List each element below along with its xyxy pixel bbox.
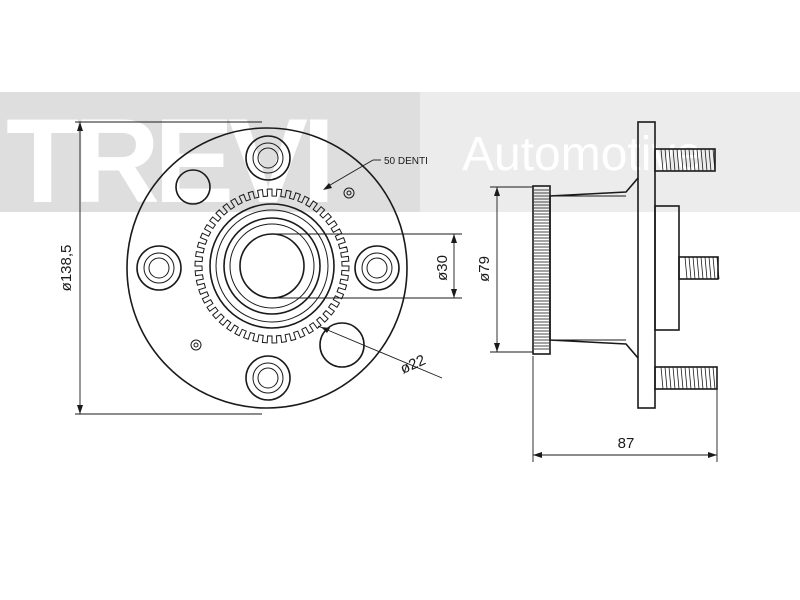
hub-ring-2 bbox=[215, 209, 329, 323]
watermark-suffix: Automotive bbox=[462, 128, 702, 181]
stud-bottom bbox=[654, 366, 718, 390]
teeth-callout: 50 DENTI bbox=[323, 156, 428, 190]
ring-diameter-label: ø79 bbox=[476, 256, 493, 282]
dimension-bore-diameter: ø30 bbox=[272, 233, 462, 299]
side-tone-ring bbox=[532, 185, 551, 355]
hub-ring-4 bbox=[229, 223, 315, 309]
abs-tone-ring bbox=[194, 188, 350, 344]
outer-diameter-label: ø138,5 bbox=[58, 245, 75, 292]
hub-ring-outer bbox=[209, 203, 335, 329]
teeth-count-label: 50 DENTI bbox=[384, 156, 428, 167]
watermark-brand: TREVI bbox=[6, 94, 329, 228]
stud-boss-left bbox=[136, 245, 182, 291]
lightening-hole-upper bbox=[175, 169, 211, 205]
dimension-width: 87 bbox=[532, 356, 718, 462]
flange-outline bbox=[126, 127, 408, 409]
dimension-hole-diameter: ø22 bbox=[317, 325, 443, 379]
hub-ring-3 bbox=[223, 217, 321, 315]
dimension-outer-diameter: ø138,5 bbox=[58, 121, 262, 415]
dimension-ring-diameter: ø79 bbox=[476, 186, 533, 353]
bore-diameter-label: ø30 bbox=[434, 255, 451, 281]
stud-boss-bottom bbox=[245, 355, 291, 401]
watermark: TREVI Automotive bbox=[0, 92, 800, 228]
stud-middle bbox=[678, 256, 720, 280]
side-view: ø79 87 bbox=[476, 121, 720, 462]
side-pilot bbox=[654, 205, 680, 331]
pin-hole-lower bbox=[190, 339, 202, 351]
hole-diameter-label: ø22 bbox=[398, 352, 429, 378]
stud-top bbox=[654, 148, 716, 172]
tone-ring-teeth bbox=[194, 188, 350, 344]
front-view: ø138,5 ø30 ø22 50 DENTI bbox=[58, 121, 462, 415]
stud-boss-top bbox=[245, 135, 291, 181]
stud-boss-right bbox=[354, 245, 400, 291]
watermark-bar-right bbox=[420, 92, 800, 212]
width-label: 87 bbox=[618, 435, 635, 452]
pin-hole-upper bbox=[343, 187, 355, 199]
hub-bore bbox=[239, 233, 305, 299]
